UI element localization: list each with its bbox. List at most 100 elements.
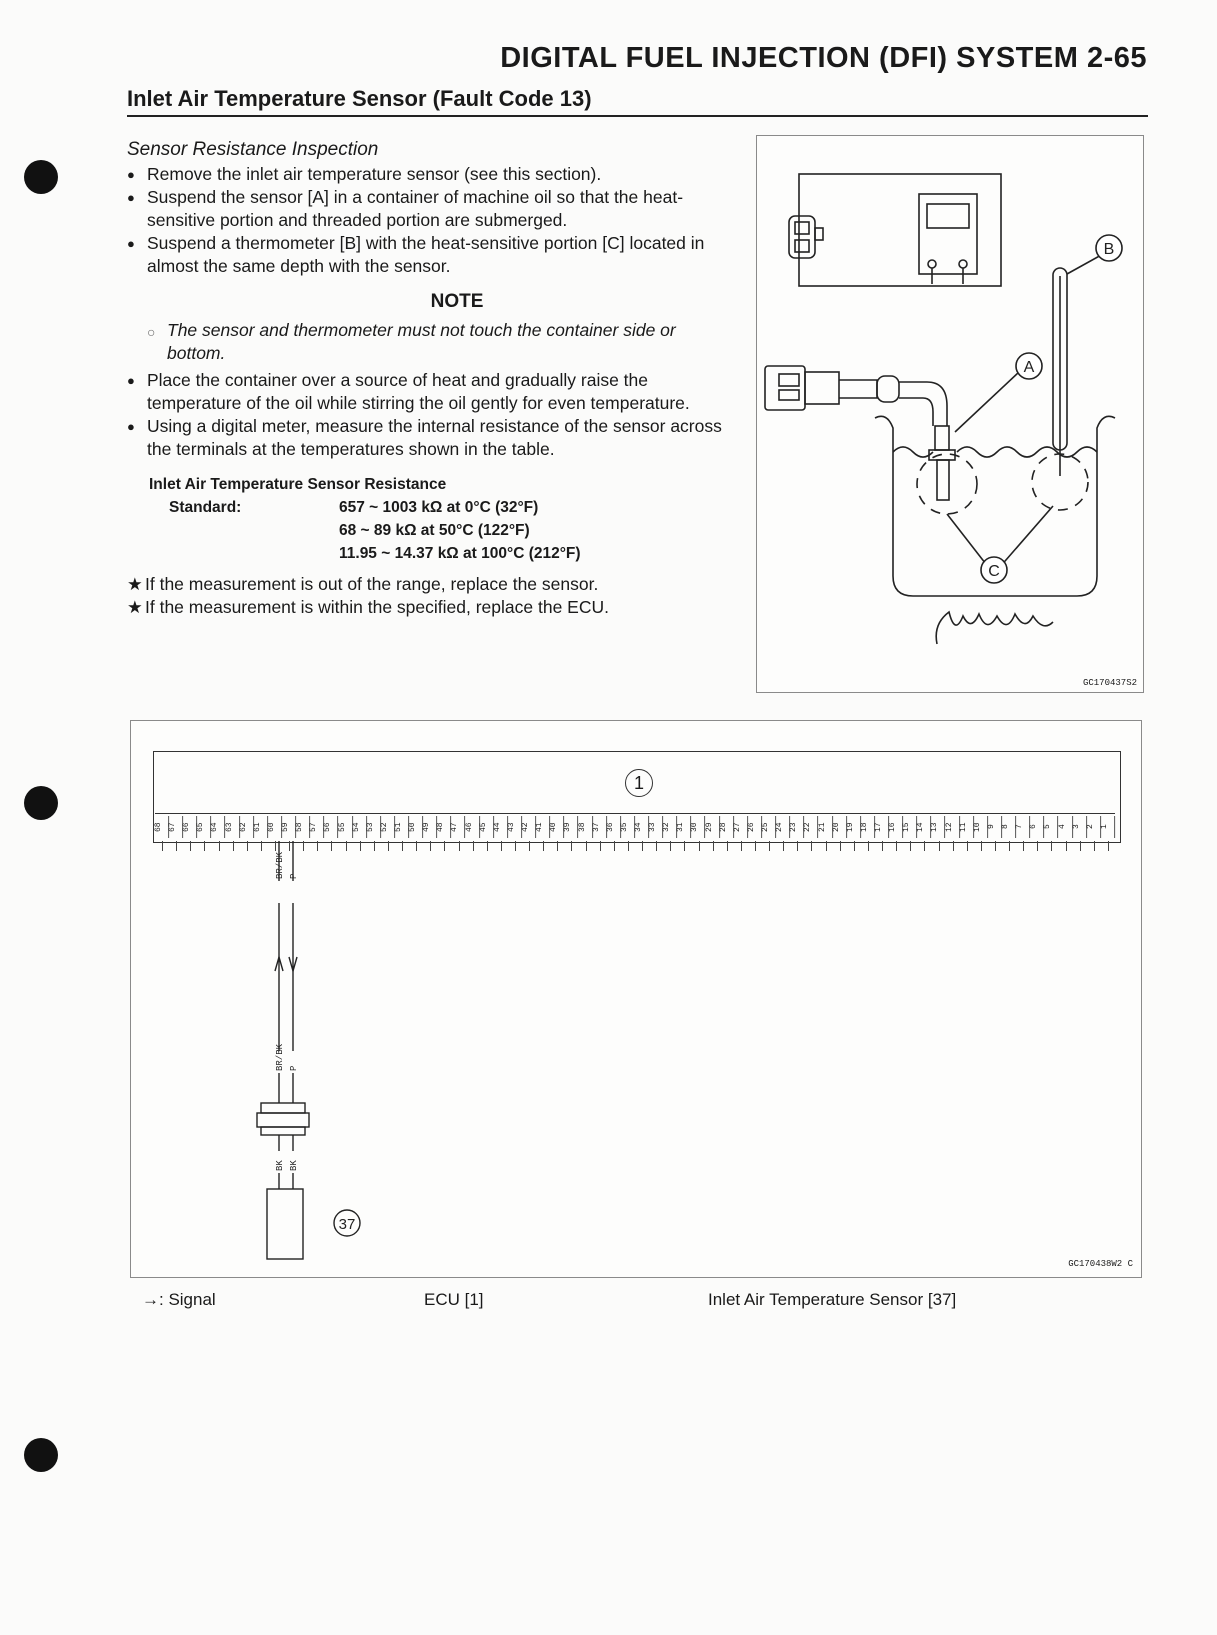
ecu-pin-tooth [825,841,827,851]
ecu-pin-tooth [387,841,389,851]
ecu-pin-tooth [896,841,898,851]
ecu-pin-tooth [430,841,432,851]
ecu-pin-tooth [882,841,884,851]
ecu-pin-tooth [543,841,545,851]
label-circle-b [1095,234,1123,262]
ecu-pin-tooth [712,841,714,851]
sensor-test-drawing: B A C [764,173,1123,645]
figure-label-b: B [1104,241,1115,258]
ecu-pin-tooth [1065,841,1067,851]
wire-color-label: P [289,1066,299,1071]
ecu-pin-tooth [867,841,869,851]
ecu-pin-tooth [627,841,629,851]
spec-table: Inlet Air Temperature Sensor Resistance … [127,473,727,565]
ecu-pin-tooth [275,841,276,851]
wire-color-label: BR/BK [275,851,285,879]
ecu-pin-teeth [155,841,1115,851]
ecu-pin-tooth [190,841,192,851]
spec-title: Inlet Air Temperature Sensor Resistance [149,476,447,493]
wire-color-label: BK [289,1160,299,1171]
ecu-pin-tooth [373,841,375,851]
ecu-pin-tooth [585,841,587,851]
spec-label: Standard: [169,499,242,516]
step-item: Place the container over a source of hea… [127,369,727,415]
ecu-pin-tooth [260,841,262,851]
ecu-pin-tooth [557,841,559,851]
step-item: Suspend a thermometer [B] with the heat-… [127,232,727,278]
ecu-pin-tooth [345,841,347,851]
page-header-title: DIGITAL FUEL INJECTION (DFI) SYSTEM 2-65 [500,42,1147,74]
ecu-pin-tooth [995,841,996,851]
ecu-pin-tooth [642,841,644,851]
ecu-box [153,751,1121,843]
ecu-label: 1 [633,773,644,793]
ecu-pin-tooth [472,841,474,851]
figure-label-c: C [988,563,1000,580]
step-item: Using a digital meter, measure the inter… [127,415,727,461]
ecu-pin-tooth [359,841,361,851]
ecu-pin-tooth [500,841,502,851]
ecu-pin-tooth [317,841,319,851]
ecu-pin-tooth [515,841,516,851]
inspection-heading: Sensor Resistance Inspection [127,139,379,160]
punch-hole [24,160,58,194]
wire-color-label: BR/BK [275,1043,285,1071]
step-item: Remove the inlet air temperature sensor … [127,163,727,186]
ecu-pin-tooth [1037,841,1039,851]
ecu-pin-tooth [769,841,771,851]
spec-value: 68 ~ 89 kΩ at 50°C (122°F) [339,522,530,539]
ecu-pin-tooth [839,841,841,851]
note-title: NOTE [430,291,484,312]
note-text: The sensor and thermometer must not touc… [167,320,676,363]
section-title: Inlet Air Temperature Sensor (Fault Code… [127,86,592,111]
wiring-lines: BR/BK P BR/BK P BK BK 37 [256,841,361,1260]
label-circle-a [1015,352,1043,380]
ecu-pin-tooth [952,841,954,851]
ecu-pin-tooth [755,841,756,851]
wire-color-label: BK [275,1160,285,1171]
header-rule [127,115,1148,117]
step-item: Suspend the sensor [A] in a container of… [127,186,727,232]
spec-value: 657 ~ 1003 kΩ at 0°C (32°F) [339,499,539,516]
sensor-label: 37 [339,1216,356,1233]
sensor-box [266,1188,304,1260]
ecu-pin-tooth [1079,841,1081,851]
ecu-label-circle: 1 [625,769,653,797]
figure-code: GC170437S2 [1082,678,1137,688]
sensor-label-circle [333,1209,361,1237]
ecu-pin-tooth [444,841,446,851]
result-item: If the measurement is out of the range, … [127,573,727,596]
result-item: If the measurement is within the specifi… [127,596,727,619]
wire-color-label: P [289,874,299,879]
ecu-pin-tooth [726,841,728,851]
result-list: If the measurement is out of the range, … [127,573,727,619]
steps-list: Remove the inlet air temperature sensor … [127,163,727,278]
hollow-circle-icon: ○ [147,324,156,340]
ecu-pin-tooth [289,841,291,851]
ecu-pin-tooth [1093,841,1095,851]
ecu-pin-tooth [670,841,672,851]
ecu-pin-tooth [571,841,573,851]
ecu-pin-tooth [698,841,700,851]
figure-label-a: A [1024,359,1035,376]
ecu-pin-tooth [162,841,164,851]
legend-ecu: ECU [1] [424,1290,484,1309]
signal-arrow-down-icon [288,956,298,974]
ecu-pin-tooth [980,841,982,851]
ecu-pin-tooth [1107,841,1109,851]
ecu-pin-tooth [246,841,248,851]
ecu-pin-tooth [910,841,912,851]
spec-value: 11.95 ~ 14.37 kΩ at 100°C (212°F) [339,545,581,562]
ecu-pin-tooth [853,841,855,851]
ecu-pin-tooth [303,841,305,851]
ecu-pin-tooth [416,841,418,851]
ecu-pin-tooth [218,841,220,851]
ecu-pin-tooth [740,841,742,851]
ecu-pin-tooth [458,841,460,851]
ecu-pin-tooth [613,841,615,851]
ecu-pin-tooth [486,841,488,851]
sensor-test-figure: B A C GC170437S2 [756,135,1144,693]
label-circle-c [980,556,1008,584]
